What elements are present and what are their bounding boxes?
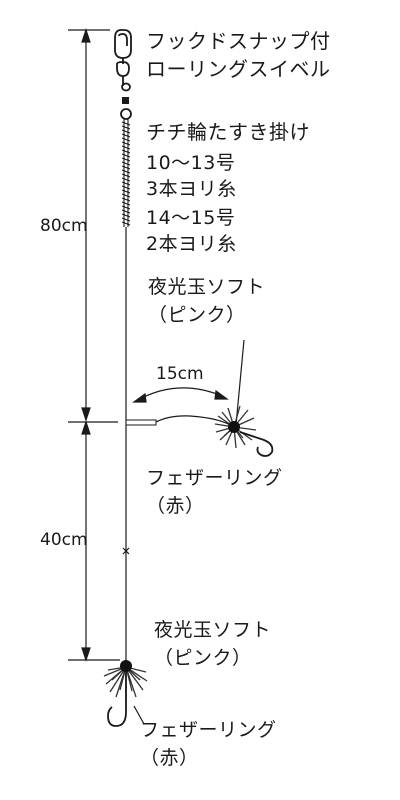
chichiwa-title: チチ輪たすき掛け [146,120,310,144]
lower-feather-label: フェザーリング （赤） [140,716,277,772]
chichiwa-spec1-size: 10〜13号 [146,152,236,174]
chichiwa-spec2-twist: 2本ヨリ糸 [146,233,237,255]
lower-bead-color: （ピンク） [154,647,252,669]
lower-bead-label: 夜光玉ソフト （ピンク） [154,616,271,672]
lower-feather-color: （赤） [140,747,199,769]
upper-bead-color: （ピンク） [148,304,246,326]
upper-bead-leader [235,339,245,426]
upper-feather-name: フェザーリング [146,467,283,489]
chichiwa-ring [120,108,132,120]
upper-bead-label: 夜光玉ソフト （ピンク） [148,273,265,329]
upper-glow-bead [228,421,240,433]
lower-feather-leader [133,705,145,725]
upper-feather-label: フェザーリング （赤） [146,464,283,520]
upper-feather-color: （赤） [146,495,205,517]
lower-bead-name: 夜光玉ソフト [154,619,272,641]
swivel-label-line2: ローリングスイベル [146,57,331,81]
dimension-15cm [132,387,229,403]
branch-line [155,415,235,428]
knot-mark [122,547,130,555]
upper-bead-name: 夜光玉ソフト [148,276,266,298]
upper-length-label: 80cm [40,216,88,236]
branch-connector [125,419,157,426]
branch-length-label: 15cm [156,364,204,384]
twisted-loop [121,119,131,227]
lower-length-label: 40cm [40,530,88,550]
lower-glow-bead [120,660,132,672]
lower-feather-name: フェザーリング [140,719,277,741]
chichiwa-spec1-twist: 3本ヨリ糸 [146,178,237,200]
dimension-40cm [68,420,120,662]
snap-swivel-icon [114,29,132,92]
crimp-sleeve [122,97,129,104]
upper-hook-icon [239,431,274,457]
swivel-label-line1: フックドスナップ付 [146,29,331,53]
lower-hook-icon [107,672,127,727]
chichiwa-spec2-size: 14〜15号 [146,207,236,229]
dimension-80cm [68,28,110,422]
swivel-label: フックドスナップ付 ローリングスイベル [146,27,331,83]
